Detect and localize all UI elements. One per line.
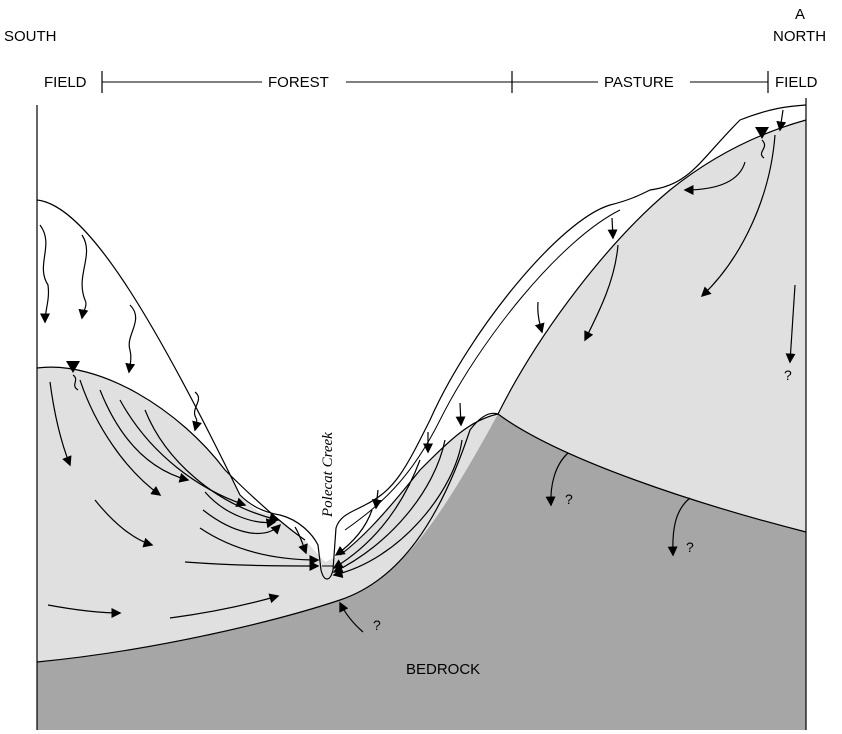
question-mark: ?: [686, 539, 694, 555]
groundwater-flow-arrow: [584, 244, 619, 342]
recharge-arrow: [371, 489, 382, 510]
landuse-forest: FOREST: [268, 74, 329, 91]
water-table-triangle-icon: [755, 127, 769, 139]
groundwater-flow-arrow: [94, 499, 154, 548]
landuse-field-right: FIELD: [775, 74, 818, 91]
recharge-arrow: [125, 304, 137, 374]
north-label: NORTH: [773, 28, 826, 45]
groundwater-flow-arrow: [334, 509, 373, 556]
recharge-arrow: [78, 234, 89, 320]
recharge-arrow: [776, 109, 787, 132]
bedrock-surface-line: [36, 412, 807, 663]
groundwater-flow-arrow: [204, 491, 277, 529]
bedrock-layer: [37, 413, 806, 730]
recharge-arrow: [72, 374, 79, 391]
groundwater-flow-arrow: [49, 381, 72, 467]
recharge-arrow: [455, 402, 466, 427]
landuse-field-left: FIELD: [44, 74, 87, 91]
unsaturated-zone-south: [37, 200, 303, 540]
bedrock-flow-arrow: [545, 452, 569, 507]
landuse-pasture: PASTURE: [604, 74, 674, 91]
groundwater-flow-arrow: [202, 509, 282, 535]
groundwater-flow-arrow: [199, 527, 320, 565]
creek-label: Polecat Creek: [320, 432, 336, 518]
section-marker: A: [795, 6, 805, 23]
recharge-arrow: [760, 139, 766, 159]
recharge-arrow: [607, 217, 618, 240]
groundwater-flow-arrow: [683, 161, 746, 195]
groundwater-flow-arrow: [332, 439, 463, 578]
recharge-arrow: [534, 301, 545, 334]
recharge-arrow: [192, 391, 202, 432]
groundwater-flow-arrow: [169, 593, 280, 619]
groundwater-flow-arrow: [332, 459, 421, 569]
groundwater-flow-arrow: [700, 134, 776, 298]
groundwater-flow-arrow: [184, 560, 320, 571]
groundwater-flow-arrow: [294, 526, 308, 555]
groundwater-flow-arrow: [785, 284, 796, 364]
bedrock-flow-arrow: [667, 497, 691, 557]
south-label: SOUTH: [4, 28, 57, 45]
groundwater-flow-arrow: [332, 439, 446, 573]
water-table-triangle-icon: [66, 361, 80, 373]
groundwater-flow-arrow: [144, 409, 280, 523]
bedrock-flow-arrow: [339, 601, 364, 633]
bedrock-label: BEDROCK: [406, 661, 480, 678]
groundwater-flow-arrow: [99, 389, 190, 483]
groundwater-flow-arrow: [47, 604, 122, 618]
groundwater-flow-arrow: [79, 379, 162, 496]
question-mark: ?: [373, 617, 381, 633]
groundwater-flow-arrow: [119, 399, 247, 508]
water-table-line: [36, 119, 807, 556]
question-mark: ?: [784, 367, 792, 383]
recharge-arrow: [39, 224, 51, 324]
question-mark: ?: [565, 491, 573, 507]
